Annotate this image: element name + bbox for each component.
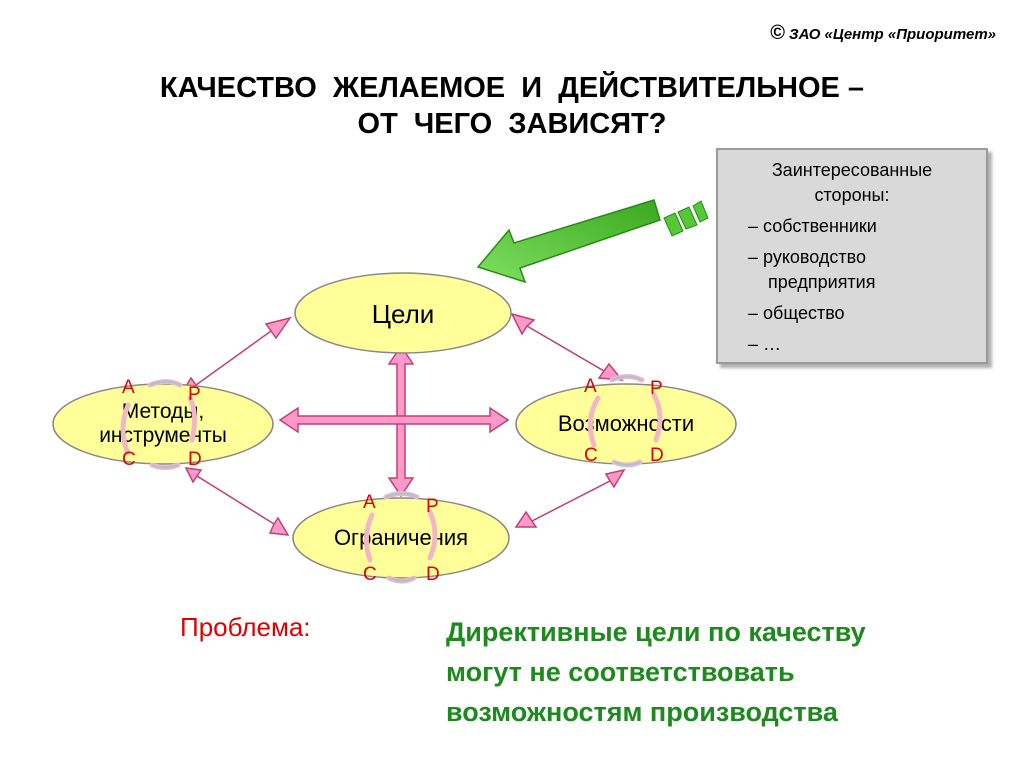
pdca-p: P (650, 378, 663, 399)
problem-statement: Директивные цели по качеству могут не со… (446, 612, 866, 732)
arrow-methods-constraints (184, 467, 290, 536)
title-line-2: ОТ ЧЕГО ЗАВИСЯТ? (357, 108, 667, 140)
list-item: – руководство предприятия (748, 245, 986, 295)
list-item: – общество (748, 303, 845, 323)
arrow-goals-capabilities (510, 312, 624, 381)
problem-line-3: возможностям производства (446, 697, 838, 727)
green-arrow (476, 199, 709, 284)
pdca-p: P (188, 384, 201, 405)
pdca-d: D (650, 445, 664, 466)
title-line-1: КАЧЕСТВО ЖЕЛАЕМОЕ И ДЕЙСТВИТЕЛЬНОЕ – (159, 72, 865, 104)
list-item: – собственники (748, 216, 877, 236)
page-title: КАЧЕСТВО ЖЕЛАЕМОЕ И ДЕЙСТВИТЕЛЬНОЕ – ОТ … (0, 70, 1024, 142)
list-item-text-cont: предприятия (768, 272, 876, 292)
list-item: – … (748, 334, 782, 354)
node-methods-label-1: Методы, (122, 400, 205, 423)
node-constraints: Ограничения (292, 497, 510, 579)
pdca-c: C (363, 564, 377, 585)
arrow-capabilities-constraints (514, 468, 626, 528)
stakeholders-heading: Заинтересованные стороны: (718, 158, 986, 208)
copyright-symbol: © (770, 22, 785, 44)
arrow-methods-capabilities (278, 406, 510, 434)
node-methods: Методы, инструменты (52, 383, 274, 465)
stakeholders-heading-line1: Заинтересованные (771, 160, 933, 180)
node-methods-label-2: инструменты (99, 424, 227, 447)
problem-label: Проблема: (180, 612, 311, 642)
copyright-text: ЗАО «Центр «Приоритет» (788, 26, 996, 43)
node-goals: Цели (294, 272, 512, 354)
pdca-a: A (363, 492, 376, 513)
stakeholders-box: Заинтересованные стороны: – собственники… (716, 148, 988, 364)
pdca-cycle-methods: A P C D (120, 377, 202, 470)
stakeholders-heading-line2: стороны: (814, 185, 890, 205)
pdca-a: A (584, 376, 597, 397)
problem-line-1: Директивные цели по качеству (446, 617, 866, 647)
problem-line-2: могут не соответствовать (446, 657, 795, 687)
node-capabilities: Возможности (515, 383, 737, 465)
pdca-d: D (188, 449, 202, 470)
pdca-c: C (584, 445, 598, 466)
node-goals-label: Цели (372, 299, 435, 329)
pdca-d: D (426, 564, 440, 585)
copyright: ©ЗАО «Центр «Приоритет» (770, 22, 996, 45)
pdca-cycle-constraints: A P C D (363, 491, 440, 585)
pdca-p: P (426, 496, 439, 517)
pdca-a: A (122, 377, 135, 398)
node-constraints-label: Ограничения (334, 525, 468, 550)
list-item-text: – руководство (748, 247, 867, 267)
pdca-c: C (122, 449, 136, 470)
pdca-cycle-capabilities: A P C D (584, 374, 664, 468)
node-capabilities-label: Возможности (558, 411, 694, 436)
